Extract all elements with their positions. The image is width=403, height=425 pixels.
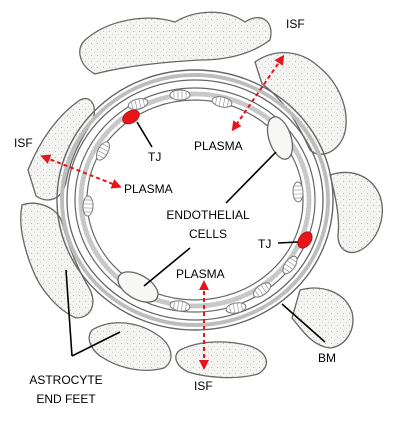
end-foot-lower-right (291, 287, 354, 349)
label-endothelial-line2: CELLS (189, 227, 227, 241)
end-foot-bottom-left (88, 322, 172, 371)
leader-tj-top (136, 121, 153, 148)
arrow-left (40, 154, 122, 189)
leader-lines (65, 121, 326, 357)
leader-bm (281, 303, 326, 343)
leader-astrocyte-right (71, 331, 121, 357)
transport-arrows (40, 54, 285, 370)
tight-junction-top-left (122, 109, 140, 125)
label-astrocyte-line1: ASTROCYTE (29, 373, 102, 387)
label-plasma-left: PLASMA (124, 182, 173, 196)
label-isf-top-right: ISF (286, 17, 305, 31)
leader-endothelial-upper (225, 151, 277, 204)
label-tj-top-left: TJ (148, 150, 161, 164)
end-foot-right (329, 171, 383, 253)
end-foot-top (79, 11, 272, 75)
leader-astrocyte-left (65, 269, 73, 357)
leader-tj-right (277, 241, 299, 244)
label-isf-bottom: ISF (194, 379, 213, 393)
tight-junctions (122, 109, 313, 249)
label-isf-left: ISF (14, 136, 33, 150)
label-plasma-top-right: PLASMA (194, 139, 243, 153)
label-tj-right: TJ (258, 237, 271, 251)
tight-junction-right (297, 231, 313, 249)
arrow-top-right (231, 54, 285, 132)
end-foot-left-lower (20, 202, 94, 319)
end-foot-bottom (175, 341, 268, 379)
nucleus-lower-left (117, 271, 159, 303)
label-bm: BM (318, 351, 336, 365)
leader-endothelial-lower (143, 247, 191, 287)
label-plasma-bottom: PLASMA (176, 267, 225, 281)
label-astrocyte-line2: END FEET (36, 392, 96, 406)
label-endothelial-line1: ENDOTHELIAL (166, 208, 250, 222)
endothelium-outer (74, 87, 316, 313)
basement-membrane-inner (66, 79, 324, 321)
basement-membrane-outer (56, 69, 334, 331)
labels: ISF PLASMA TJ ISF PLASMA ENDOTHELIAL CEL… (14, 17, 336, 406)
